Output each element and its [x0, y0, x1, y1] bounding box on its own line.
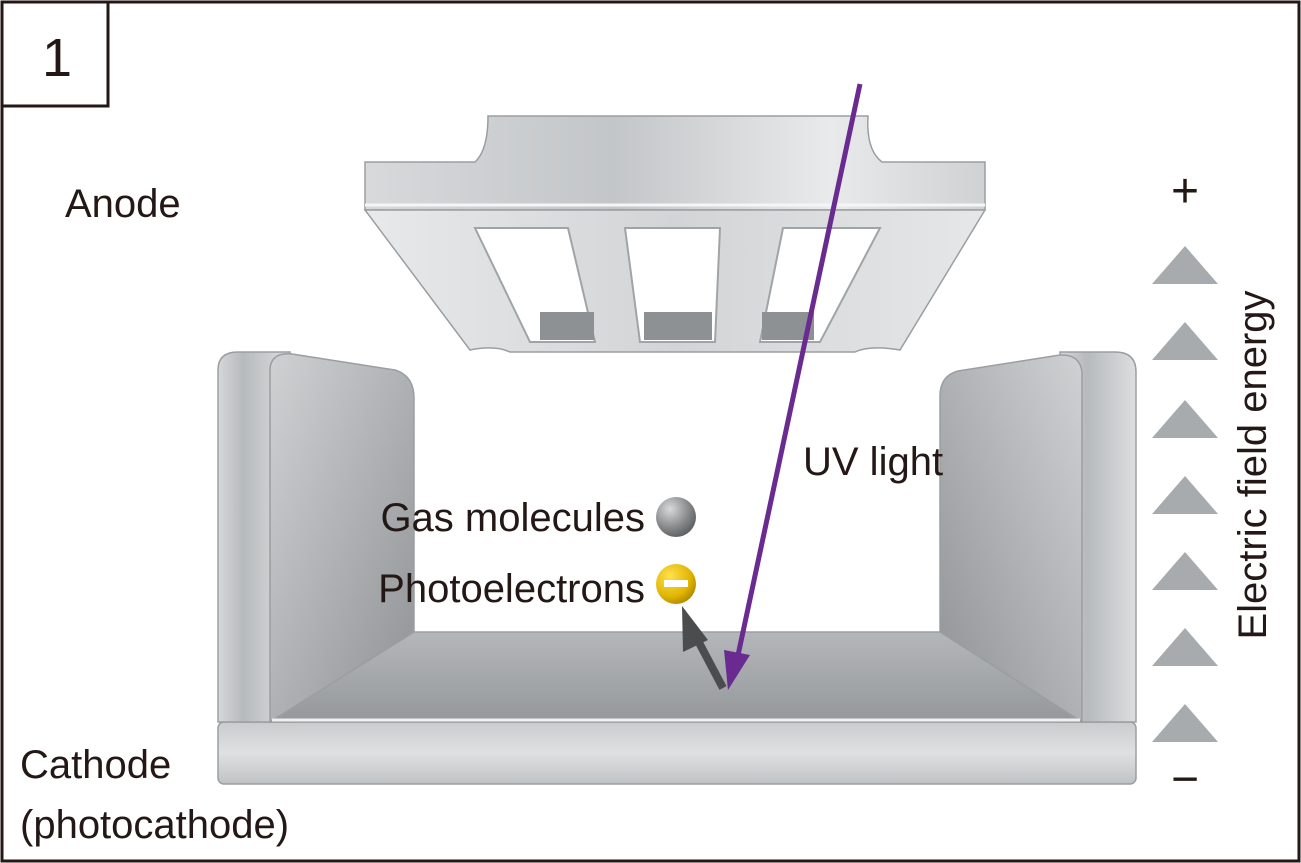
photoelectron-icon	[656, 564, 696, 604]
electric-field-label: Electric field energy	[1231, 290, 1275, 639]
anode-label: Anode	[65, 182, 181, 226]
field-triangle	[1152, 322, 1218, 360]
field-triangle	[1152, 552, 1218, 590]
uv-light-label: UV light	[803, 440, 943, 484]
field-triangle	[1152, 704, 1218, 742]
panel-number-box: 1	[0, 0, 110, 108]
emission-arrow	[682, 606, 727, 690]
electric-field-indicator: + − Electric field energy	[1152, 165, 1275, 806]
cathode-electrode	[217, 351, 1137, 785]
plus-sign: +	[1171, 165, 1199, 218]
gas-molecule-icon	[656, 497, 696, 537]
field-triangle	[1152, 476, 1218, 514]
photocathode-label: (photocathode)	[20, 803, 289, 847]
anode-electrode	[363, 115, 987, 353]
minus-sign: −	[1171, 753, 1199, 806]
cathode-label: Cathode	[20, 743, 171, 787]
panel-number: 1	[42, 28, 72, 88]
uv-light-arrow	[724, 83, 863, 690]
photoelectrons-label: Photoelectrons	[378, 567, 645, 611]
field-triangle	[1152, 246, 1218, 284]
gas-molecules-label: Gas molecules	[380, 496, 645, 540]
field-triangle	[1152, 628, 1218, 666]
field-triangle	[1152, 400, 1218, 438]
